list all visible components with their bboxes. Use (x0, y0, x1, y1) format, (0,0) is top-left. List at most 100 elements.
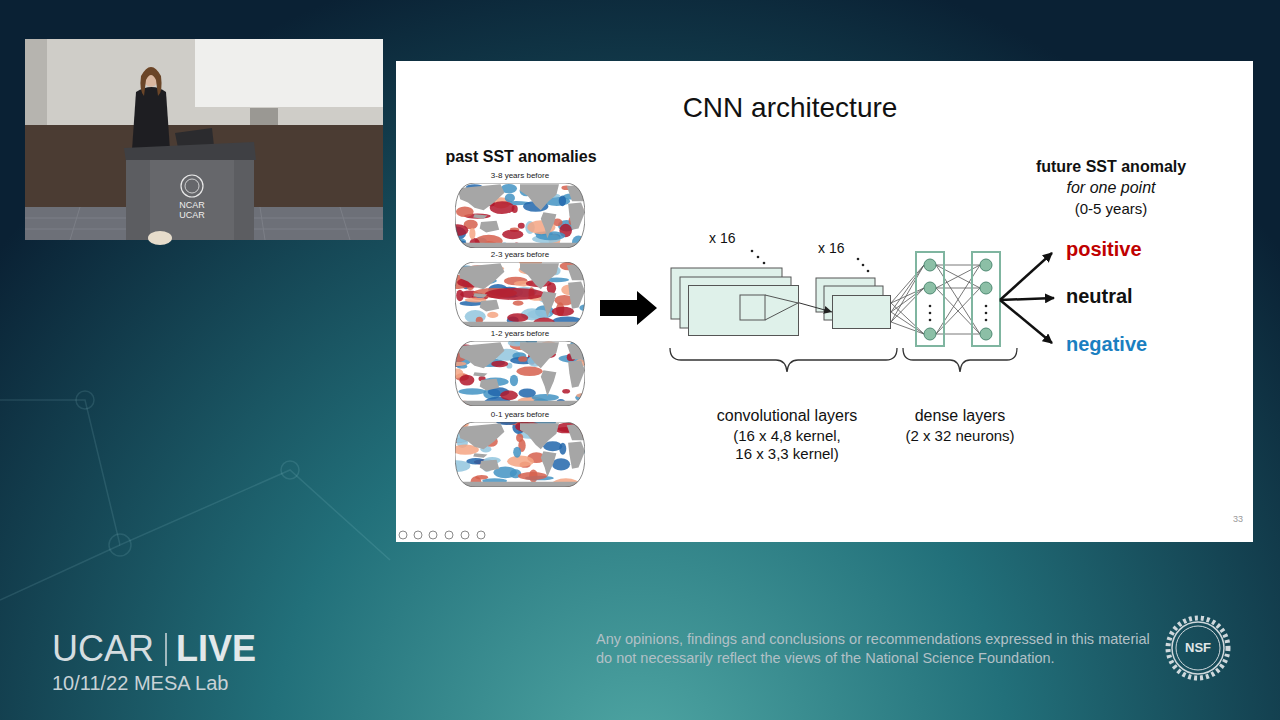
map-heading: 2-3 years before (455, 250, 585, 260)
anomaly-patch (559, 443, 566, 455)
speaker-video (195, 39, 383, 107)
speaker-video (25, 39, 383, 245)
slide-toolbar (399, 531, 485, 539)
anomaly-patch (505, 193, 515, 202)
land (458, 342, 505, 368)
land (568, 361, 585, 388)
layer-count: x 16 (709, 230, 735, 246)
bracket (670, 348, 897, 372)
anomaly-patch (491, 361, 508, 368)
speaker-video (150, 160, 234, 240)
land (455, 322, 585, 327)
land (458, 184, 505, 210)
map-outline (455, 422, 585, 487)
podium-text: NCAR UCAR (175, 200, 209, 220)
slide-toolbar (414, 531, 422, 539)
neuron (980, 328, 992, 340)
dense-connections (891, 265, 924, 334)
sst-map (455, 262, 585, 327)
neuron (924, 259, 936, 271)
group-detail: (2 x 32 neurons) (905, 427, 1014, 445)
land (473, 453, 487, 458)
land (568, 203, 585, 230)
output-subheading: (0-5 years) (1075, 200, 1148, 218)
anomaly-patch (518, 472, 547, 480)
map-heading: 1-2 years before (455, 329, 585, 339)
output-arrow (1000, 300, 1052, 343)
anomaly-patch (485, 288, 545, 300)
land (520, 342, 559, 368)
land (541, 291, 557, 317)
land (568, 282, 585, 309)
dense-connections (891, 265, 980, 334)
anomaly-patch (507, 456, 534, 467)
anomaly-patch (513, 447, 521, 458)
neuron (924, 282, 936, 294)
land (473, 214, 487, 219)
speaker-video (148, 231, 172, 245)
network-decoration (0, 545, 120, 600)
map-outline (455, 183, 585, 248)
neuron (924, 328, 936, 340)
land (458, 423, 505, 449)
anomaly-patch (502, 230, 523, 239)
land (458, 263, 505, 289)
group-label: convolutional layers (717, 406, 858, 425)
anomaly-patch (552, 458, 570, 470)
sst-map (455, 422, 585, 487)
anomaly-patch (469, 228, 475, 240)
network-decoration (0, 391, 390, 600)
land (480, 379, 500, 391)
map-heading: 3-8 years before (455, 171, 585, 181)
slide-toolbar (429, 531, 437, 539)
map-panel: 2-3 years before (455, 250, 585, 327)
anomaly-patch (455, 362, 467, 366)
slide-toolbar (461, 531, 469, 539)
slide-number: 33 (1233, 514, 1243, 525)
network-decoration (76, 391, 94, 409)
bracket (903, 348, 1017, 372)
dense-layer (916, 252, 944, 346)
nsf-seal (1172, 622, 1224, 674)
anomaly-patch (456, 206, 474, 217)
anomaly-patch (500, 390, 518, 400)
output-subheading: for one point (1067, 178, 1156, 197)
slide-panel (396, 61, 1253, 542)
neuron-dots (929, 305, 932, 308)
map-outline (455, 341, 585, 406)
anomaly-patch (552, 307, 574, 316)
ocean (455, 262, 585, 327)
neuron-dots (929, 312, 932, 315)
anomaly-patch (516, 434, 523, 442)
seal-text: NSF (1185, 640, 1211, 656)
speaker-video (25, 39, 383, 240)
land (541, 212, 557, 238)
layer-box: x 16 (832, 295, 891, 329)
class-label: negative (1066, 332, 1147, 356)
class-label: positive (1066, 237, 1142, 261)
brand-text: LIVE (176, 627, 256, 670)
neuron (980, 259, 992, 271)
kernel-projection (765, 295, 798, 320)
map-panel: 1-2 years before (455, 329, 585, 406)
brand-text: UCAR (52, 627, 154, 670)
neuron-dots (985, 305, 988, 308)
logo-separator (165, 633, 167, 666)
land (473, 293, 487, 298)
neuron-dots (985, 312, 988, 315)
group-detail: (16 x 4,8 kernel, 16 x 3,3 kernel) (725, 427, 849, 463)
stack-dots (867, 270, 870, 273)
dense-layer (916, 252, 1000, 346)
layer-box: x 16 (688, 285, 799, 336)
input-arrow (600, 291, 657, 325)
speaker-video (250, 108, 278, 125)
neuron (980, 282, 992, 294)
speaker-video (126, 160, 254, 240)
dense-connections (936, 265, 980, 334)
speaker-video (124, 142, 256, 162)
connector-arrow (799, 303, 832, 312)
map-panel: 3-8 years before (455, 171, 585, 248)
